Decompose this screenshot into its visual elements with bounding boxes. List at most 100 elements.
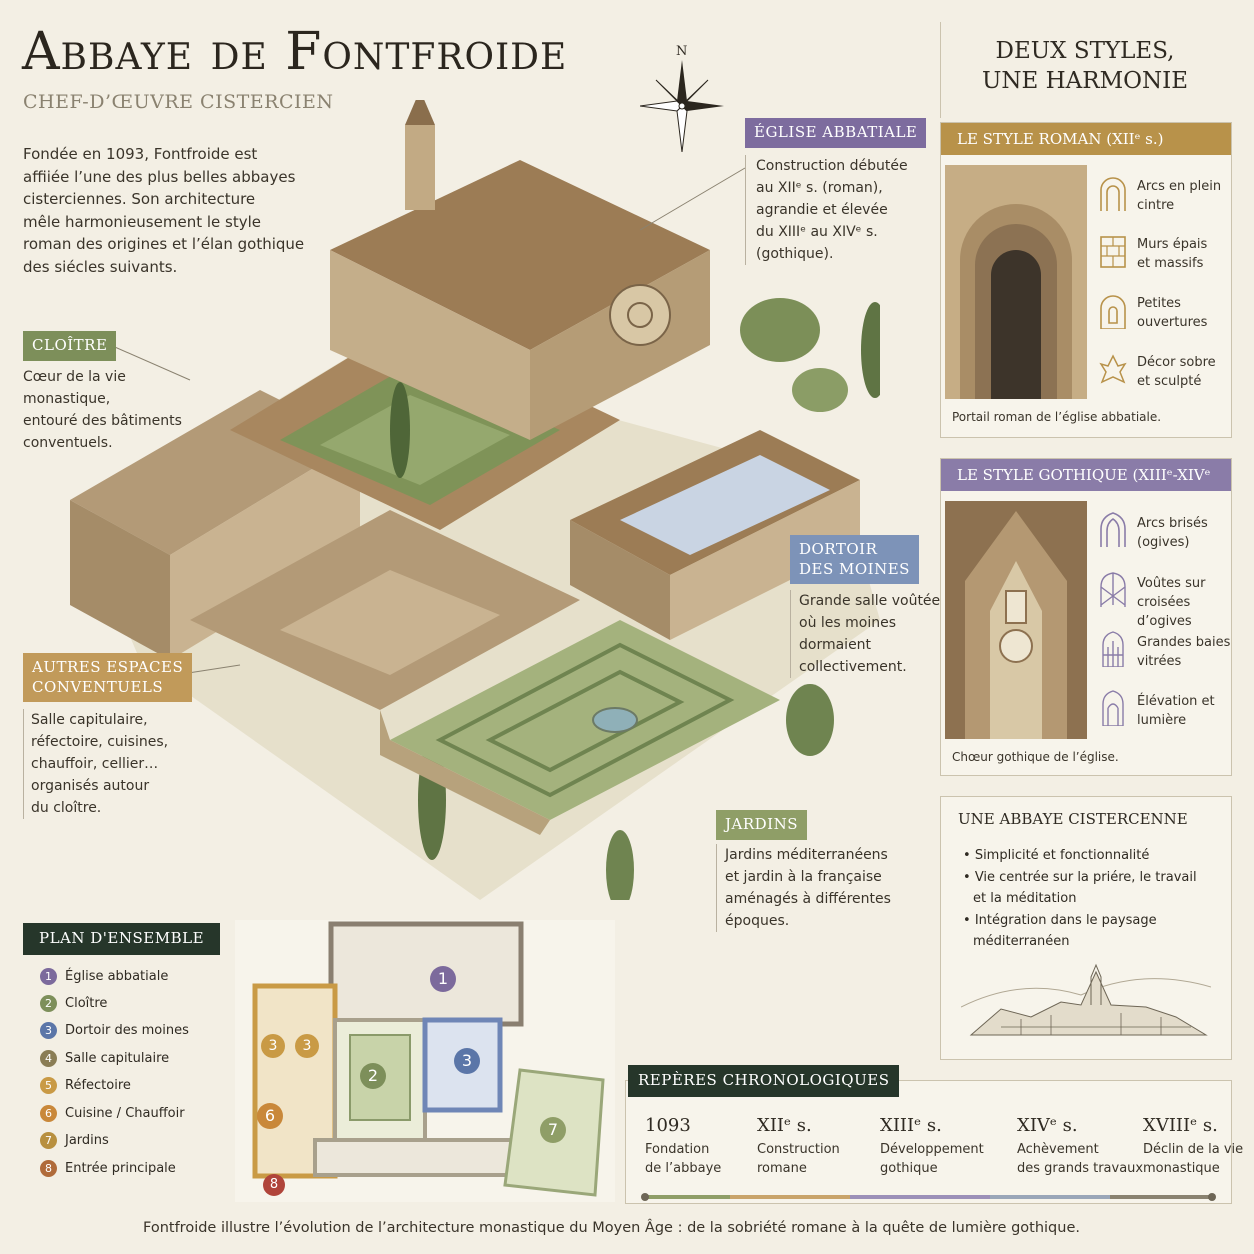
autres-line: chauffoir, cellier… xyxy=(31,756,159,772)
cloitre-line: Cœur de la vie xyxy=(23,369,126,385)
autres-title-line: CONVENTUELS xyxy=(32,677,164,696)
footer-text: Fontfroide illustre l’évolution de l’arc… xyxy=(143,1220,1080,1236)
sidebar-title-line: UNE HARMONIE xyxy=(981,68,1188,94)
feature-line: (ogives) xyxy=(1137,535,1190,550)
plan-marker-1: 1 xyxy=(430,966,456,992)
bullet-item: • Vie centrée sur la priére, le travail xyxy=(963,867,1197,889)
bullet-dot: • xyxy=(963,848,971,863)
legend-number: 5 xyxy=(40,1077,57,1094)
legend-item: 6 Cuisine / Chauffoir xyxy=(40,1104,185,1124)
autres-line: organisés autour xyxy=(31,778,150,794)
legend-number: 6 xyxy=(40,1105,57,1122)
jardins-line: aménagés à différentes xyxy=(725,891,891,907)
legend-number: 7 xyxy=(40,1132,57,1149)
timeline-bar xyxy=(641,1193,1216,1201)
cistercienne-bullets: • Simplicité et fonctionnalité • Vie cen… xyxy=(963,845,1197,953)
feature-line: Murs épais xyxy=(1137,237,1208,252)
roman-portal-image xyxy=(945,165,1087,399)
dortoir-line: Grande salle voûtée xyxy=(799,593,941,609)
event-line: romane xyxy=(757,1161,807,1176)
event-line: Déclin de la vie xyxy=(1143,1142,1244,1157)
cloitre-description: Cœur de la vie monastique, entouré des b… xyxy=(23,366,182,454)
dortoir-label: DORTOIR DES MOINES xyxy=(790,535,919,584)
landscape-sketch xyxy=(961,963,1211,1036)
legend-label: Jardins xyxy=(65,1133,109,1148)
event-date: XIVᵉ s. xyxy=(1017,1115,1078,1136)
compass-north-label: N xyxy=(676,44,688,59)
gothique-panel: LE STYLE GOTHIQUE (XIIIᵉ-XIVᵉ s.) Arcs b… xyxy=(940,458,1232,776)
eglise-label: ÉGLISE ABBATIALE xyxy=(745,118,927,148)
compass-icon xyxy=(640,60,724,152)
thick-wall-icon xyxy=(1098,234,1128,270)
legend-item: 1 Église abbatiale xyxy=(40,967,168,987)
bullet-item: • Intégration dans le paysage xyxy=(963,910,1197,932)
feature-line: lumière xyxy=(1137,713,1187,728)
legend-number: 1 xyxy=(40,968,57,985)
roman-caption: Portail roman de l’église abbatiale. xyxy=(952,410,1162,424)
dortoir-description: Grande salle voûtée où les moines dormai… xyxy=(790,590,940,678)
autres-description: Salle capitulaire, réfectoire, cuisines,… xyxy=(23,709,168,819)
roman-title: LE STYLE ROMAN (XIIᵉ s.) xyxy=(941,123,1231,155)
elevation-icon xyxy=(1098,690,1128,727)
abbey-illustration xyxy=(70,100,880,900)
sidebar-title-line: DEUX STYLES, xyxy=(995,38,1175,64)
cloitre-line: conventuels. xyxy=(23,435,113,451)
intro-line: affiiée l’une des plus belles abbayes xyxy=(23,167,296,186)
legend-item: 7 Jardins xyxy=(40,1131,109,1151)
event-line: Fondation xyxy=(645,1142,710,1157)
jardins-line: époques. xyxy=(725,913,790,929)
gothique-title: LE STYLE GOTHIQUE (XIIIᵉ-XIVᵉ s.) xyxy=(941,459,1231,516)
legend-label: Cloître xyxy=(65,996,108,1011)
bullet-dot: • xyxy=(963,869,971,885)
autres-title-line: AUTRES ESPACES xyxy=(32,658,184,676)
event-line: Développement xyxy=(880,1142,984,1157)
compass-rose: N xyxy=(640,44,724,154)
autres-label: AUTRES ESPACES CONVENTUELS xyxy=(23,653,193,702)
tall-window-icon xyxy=(1098,631,1128,668)
timeline-title: REPÈRES CHRONOLOGIQUES xyxy=(628,1065,900,1097)
jardins-line: et jardin à la française xyxy=(725,869,882,885)
event-line: Achèvement xyxy=(1017,1142,1099,1157)
pointed-arch-icon xyxy=(1098,511,1128,547)
autres-line: du cloître. xyxy=(31,800,102,816)
jardins-line: Jardins méditerranéens xyxy=(725,847,888,863)
feature-line: Petites xyxy=(1137,296,1181,311)
floor-plan-drawing xyxy=(252,921,605,1197)
bullet-text: Intégration dans le paysage xyxy=(974,912,1157,928)
dortoir-title-line: DES MOINES xyxy=(799,559,910,578)
bullet-dot: • xyxy=(963,912,971,928)
legend-label: Entrée principale xyxy=(65,1161,176,1176)
bullet-text: méditerranéen xyxy=(973,934,1070,949)
legend-number: 4 xyxy=(40,1050,57,1067)
intro-line: Fondée en 1093, Fontfroide est xyxy=(23,145,258,163)
feature-line: vitrées xyxy=(1137,654,1182,669)
legend-label: Cuisine / Chauffoir xyxy=(65,1106,185,1121)
cistercienne-title: UNE ABBAYE CISTERCENNE xyxy=(958,810,1188,828)
event-line: monastique xyxy=(1143,1161,1220,1176)
event-date: XIIᵉ s. xyxy=(757,1115,812,1136)
bullet-text: et la méditation xyxy=(973,891,1077,906)
legend-number: 2 xyxy=(40,995,57,1012)
gothic-choir-image xyxy=(945,501,1087,739)
intro-line: mêle harmonieusement le style xyxy=(23,212,261,231)
feature-line: Élévation et xyxy=(1137,694,1215,709)
bullet-item: • Simplicité et fonctionnalité xyxy=(963,845,1197,867)
small-window-icon xyxy=(1098,293,1128,330)
legend-label: Église abbatiale xyxy=(65,969,169,984)
feature-line: Décor sobre xyxy=(1137,355,1216,370)
plan-marker-7: 7 xyxy=(540,1117,566,1143)
round-arch-icon xyxy=(1098,175,1128,211)
intro-line: cisterciennes. Son architecture xyxy=(23,190,256,208)
intro-text: Fondée en 1093, Fontfroide est affiiée l… xyxy=(23,143,304,278)
